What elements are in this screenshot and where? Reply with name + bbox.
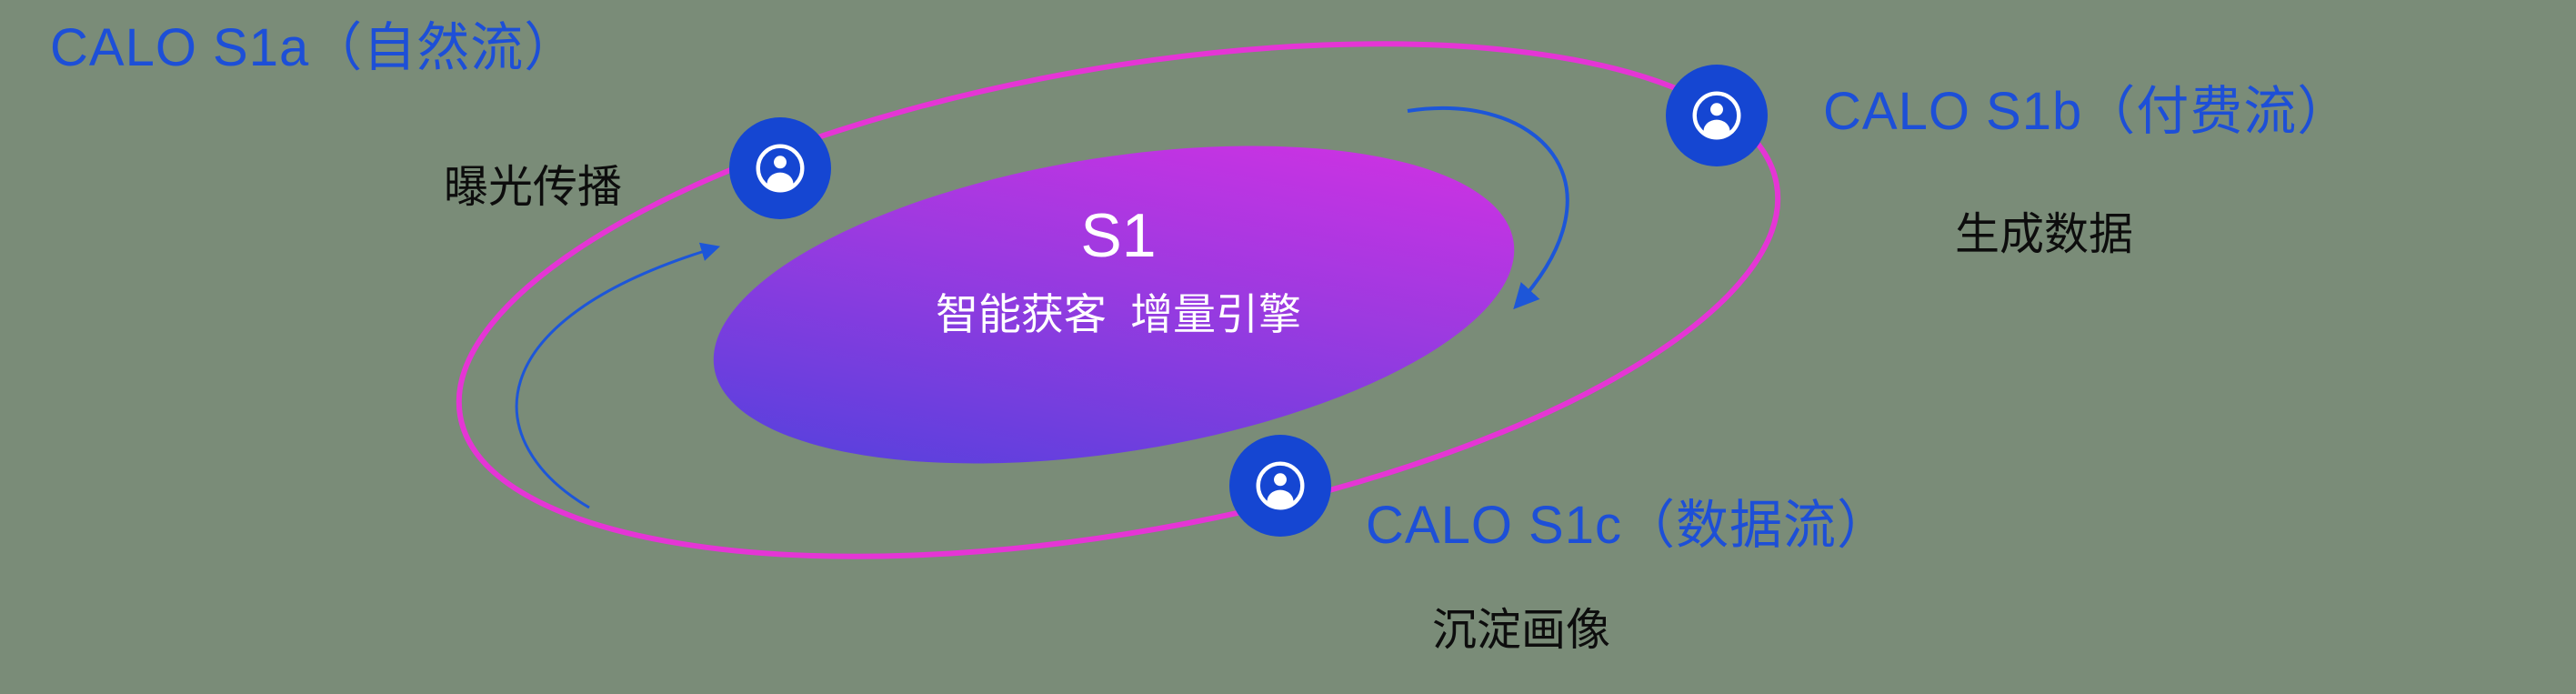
- core-ellipse: [713, 146, 1515, 464]
- core-text-block: S1 智能获客 增量引擎: [868, 202, 1368, 342]
- label-s1b: CALO S1b（付费流）: [1823, 82, 2351, 141]
- sublabel-s1a: 曝光传播: [444, 163, 623, 212]
- orbit-node-s1c: [1229, 435, 1331, 537]
- orbit-node-s1a: [729, 117, 831, 219]
- label-s1a: CALO S1a（自然流）: [50, 18, 578, 77]
- flow-arrow-top-right: [1407, 106, 1569, 310]
- orbit-ring: [456, 41, 1781, 559]
- sublabel-s1b: 生成数据: [1955, 210, 2134, 259]
- flow-arrow-left: [515, 242, 721, 509]
- label-s1c: CALO S1c（数据流）: [1366, 496, 1890, 555]
- sublabel-s1c: 沉淀画像: [1432, 606, 1611, 655]
- orbit-node-s1b: [1666, 65, 1768, 166]
- core-subtitle: 智能获客 增量引擎: [935, 289, 1302, 338]
- core-title: S1: [1080, 201, 1157, 270]
- person-icon: [1692, 91, 1741, 140]
- person-icon: [756, 144, 805, 193]
- person-icon: [1256, 461, 1305, 510]
